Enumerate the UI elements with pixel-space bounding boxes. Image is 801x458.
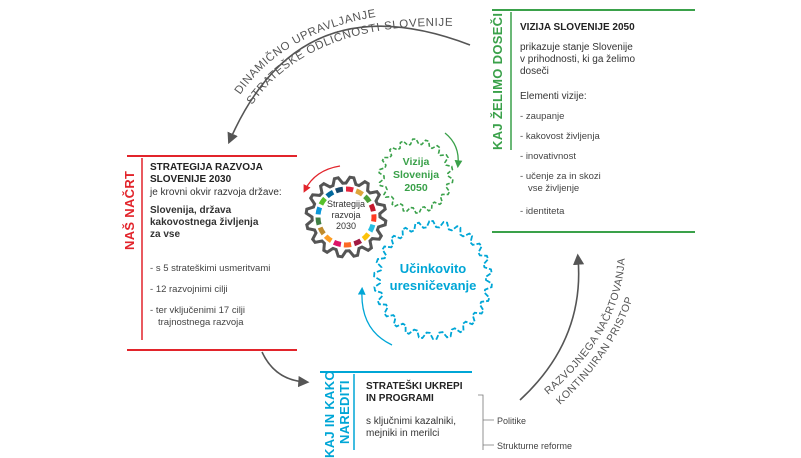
vision-gear-text-1: Vizija — [403, 156, 430, 168]
actions-branch-line — [478, 395, 494, 450]
impl-blue-arrow — [362, 290, 392, 345]
sdg-segment — [354, 241, 361, 244]
sdg-segment — [365, 196, 370, 202]
actions-branch-item: Politike — [497, 415, 526, 427]
sdg-segment — [327, 192, 333, 196]
vision-item: vse življenje — [528, 183, 579, 195]
sdg-segment — [363, 234, 368, 239]
vision-item: - inovativnost — [520, 151, 576, 163]
sdg-segment — [371, 205, 373, 212]
plan-title-1: STRATEGIJA RAZVOJA — [150, 162, 263, 174]
sdg-segment — [356, 191, 362, 194]
plan-bold-2: kakovostnega življenja — [150, 217, 258, 229]
vision-item: - učenje za in skozi — [520, 171, 601, 183]
actions-desc-1: s ključnimi kazalniki, — [366, 416, 456, 428]
vision-gear-text-3: 2050 — [404, 182, 428, 194]
sdg-segment — [326, 236, 332, 241]
vision-desc-3: doseči — [520, 66, 549, 78]
plan-item: - s 5 strateškimi usmeritvami — [150, 263, 270, 275]
plan-item: - 12 razvojnimi cilji — [150, 284, 228, 296]
sdg-segment — [346, 189, 353, 190]
vision-title: VIZIJA SLOVENIJE 2050 — [520, 22, 635, 34]
sdg-segment — [318, 218, 319, 225]
vision-side-label: KAJ ŽELIMO DOSEČI — [490, 13, 505, 150]
arc-text-bottom-1: KONTINUIRAN PRISTOP — [554, 295, 636, 407]
actions-branch-item: Strukturne reforme — [497, 440, 572, 452]
plan-bold-1: Slovenija, država — [150, 205, 231, 217]
impl-gear-text-1: Učinkovito — [400, 261, 467, 276]
sdg-segment — [336, 189, 343, 191]
plan-title-2: SLOVENIJE 2030 — [150, 174, 231, 186]
actions-side-label-1: KAJ IN KAKO — [322, 370, 337, 458]
vision-desc-2: v prihodnosti, ki ga želimo — [520, 54, 635, 66]
sdg-segment — [321, 199, 325, 205]
actions-title-1: STRATEŠKI UKREPI — [366, 381, 463, 393]
plan-item: trajnostnega razvoja — [158, 317, 244, 329]
plan-item: - ter vključenimi 17 cilji — [150, 305, 245, 317]
sdg-segment — [370, 225, 373, 232]
sdg-segment — [334, 242, 341, 244]
impl-gear-text-2: uresničevanje — [390, 278, 477, 293]
plan-desc: je krovni okvir razvoja države: — [150, 187, 282, 199]
vision-item: - identiteta — [520, 206, 564, 218]
vision-item: - kakovost življenja — [520, 131, 600, 143]
plan-bold-3: za vse — [150, 229, 180, 241]
actions-title-2: IN PROGRAMI — [366, 393, 434, 405]
gear-text-2: razvoja — [331, 210, 360, 220]
sdg-segment — [318, 207, 320, 214]
vision-item: - zaupanje — [520, 111, 564, 123]
plan-side-label: NAŠ NAČRT — [122, 171, 137, 250]
actions-side-label-2: NAREDITI — [337, 380, 352, 444]
gear-text-1: Strategija — [327, 199, 365, 209]
vision-elements-title: Elementi vizije: — [520, 91, 587, 103]
gear-text-3: 2030 — [336, 221, 356, 231]
vision-gear-text-2: Slovenija — [393, 169, 439, 181]
sdg-segment — [320, 228, 324, 234]
cycle-arrow-left-bottom — [262, 352, 305, 382]
vision-desc-1: prikazuje stanje Slovenije — [520, 42, 633, 54]
actions-desc-2: mejniki in merilci — [366, 428, 439, 440]
